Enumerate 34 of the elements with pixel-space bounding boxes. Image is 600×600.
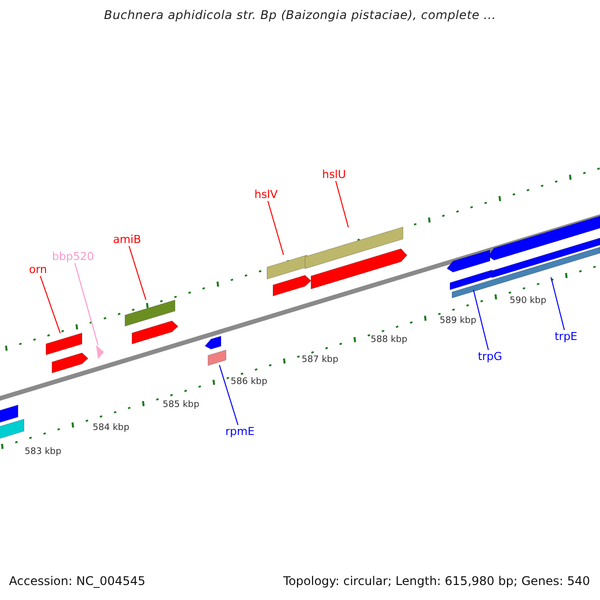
- scale-label: 584 kbp: [92, 423, 130, 433]
- gene-label: hslU: [322, 168, 346, 181]
- leader-line: [335, 180, 349, 228]
- leader-line: [74, 262, 99, 346]
- scale-label: 585 kbp: [162, 400, 200, 410]
- scale-label: 586 kbp: [230, 377, 268, 387]
- gene-label: hslV: [254, 188, 278, 201]
- gene-label: bbp520: [52, 250, 94, 263]
- gene-label: rpmE: [225, 425, 255, 438]
- leader-line: [267, 200, 284, 256]
- footer-note: Accession: NC_004545: [9, 574, 146, 588]
- gene-bar: [125, 300, 175, 326]
- gene-label: orn: [28, 263, 48, 276]
- scale-label: 587 kbp: [302, 355, 338, 365]
- leader-line: [472, 289, 489, 350]
- gene-label: trpE: [554, 330, 578, 343]
- gene-bar: [208, 350, 226, 365]
- gene-bar: [305, 227, 403, 269]
- leader-line: [40, 276, 61, 334]
- scale-label: 590 kbp: [510, 296, 546, 306]
- scale-label: 583 kbp: [24, 447, 62, 457]
- footer-note: Topology: circular; Length: 615,980 bp; Genes: 540: [283, 574, 590, 588]
- scale-label: 589 kbp: [440, 316, 476, 326]
- gene-label: trpG: [478, 350, 502, 363]
- scale-label: 588 kbp: [370, 335, 408, 345]
- gene-bar: [267, 254, 307, 279]
- leader-line: [218, 364, 238, 426]
- gene-bar: [450, 270, 492, 290]
- gene-triangle: [96, 345, 104, 359]
- gene-bar: [46, 333, 82, 355]
- leader-line: [550, 276, 565, 330]
- leader-line: [128, 246, 146, 300]
- map-title: Buchnera aphidicola str. Bp (Baizongia pistaciae), complete ...: [103, 8, 497, 22]
- gene-label: amiB: [112, 233, 142, 246]
